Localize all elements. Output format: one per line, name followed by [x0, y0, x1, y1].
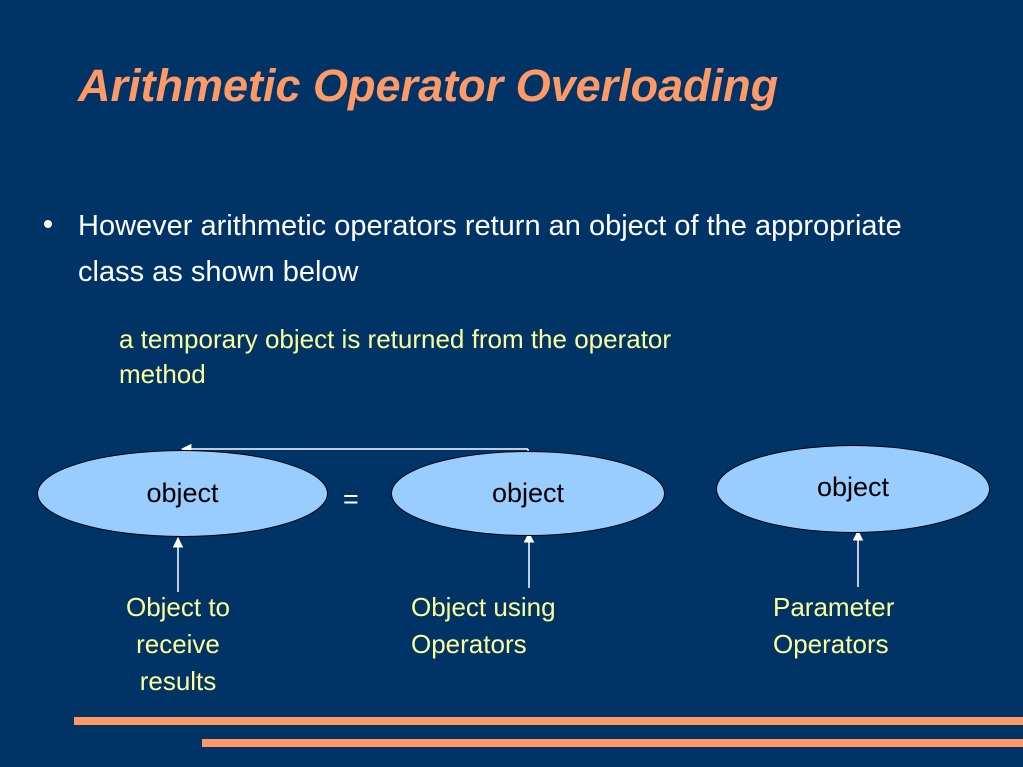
parameter-object-node: object — [716, 445, 990, 533]
result-object-text: object — [146, 478, 219, 508]
result-label-line: results — [139, 666, 217, 696]
parameter-label-line: Operators — [773, 629, 889, 659]
result-label: Object to receive results — [108, 589, 248, 700]
calling-label-line: Operators — [411, 629, 527, 659]
calling-label-line: Object using — [411, 592, 556, 622]
calling-object-node: object — [391, 451, 665, 536]
slide-title: Arithmetic Operator Overloading — [78, 60, 779, 111]
bullet-text: However arithmetic operators return an o… — [78, 210, 902, 288]
accent-bar-top — [74, 717, 1023, 725]
bullet-icon — [44, 220, 52, 228]
assign-symbol: = — [343, 484, 359, 514]
result-object-node: object — [37, 450, 328, 537]
result-label-line: Object to — [125, 592, 231, 622]
calling-object-text: object — [491, 478, 565, 508]
calling-label: Object using Operators — [411, 589, 631, 663]
parameter-object-text: object — [816, 472, 890, 502]
accent-bar-bottom — [202, 739, 1023, 747]
parameter-label-line: Parameter — [773, 592, 895, 622]
result-label-line: receive — [136, 629, 220, 659]
temporary-object-note: a temporary object is returned from the … — [119, 324, 672, 389]
parameter-label: Parameter Operators — [773, 589, 973, 663]
